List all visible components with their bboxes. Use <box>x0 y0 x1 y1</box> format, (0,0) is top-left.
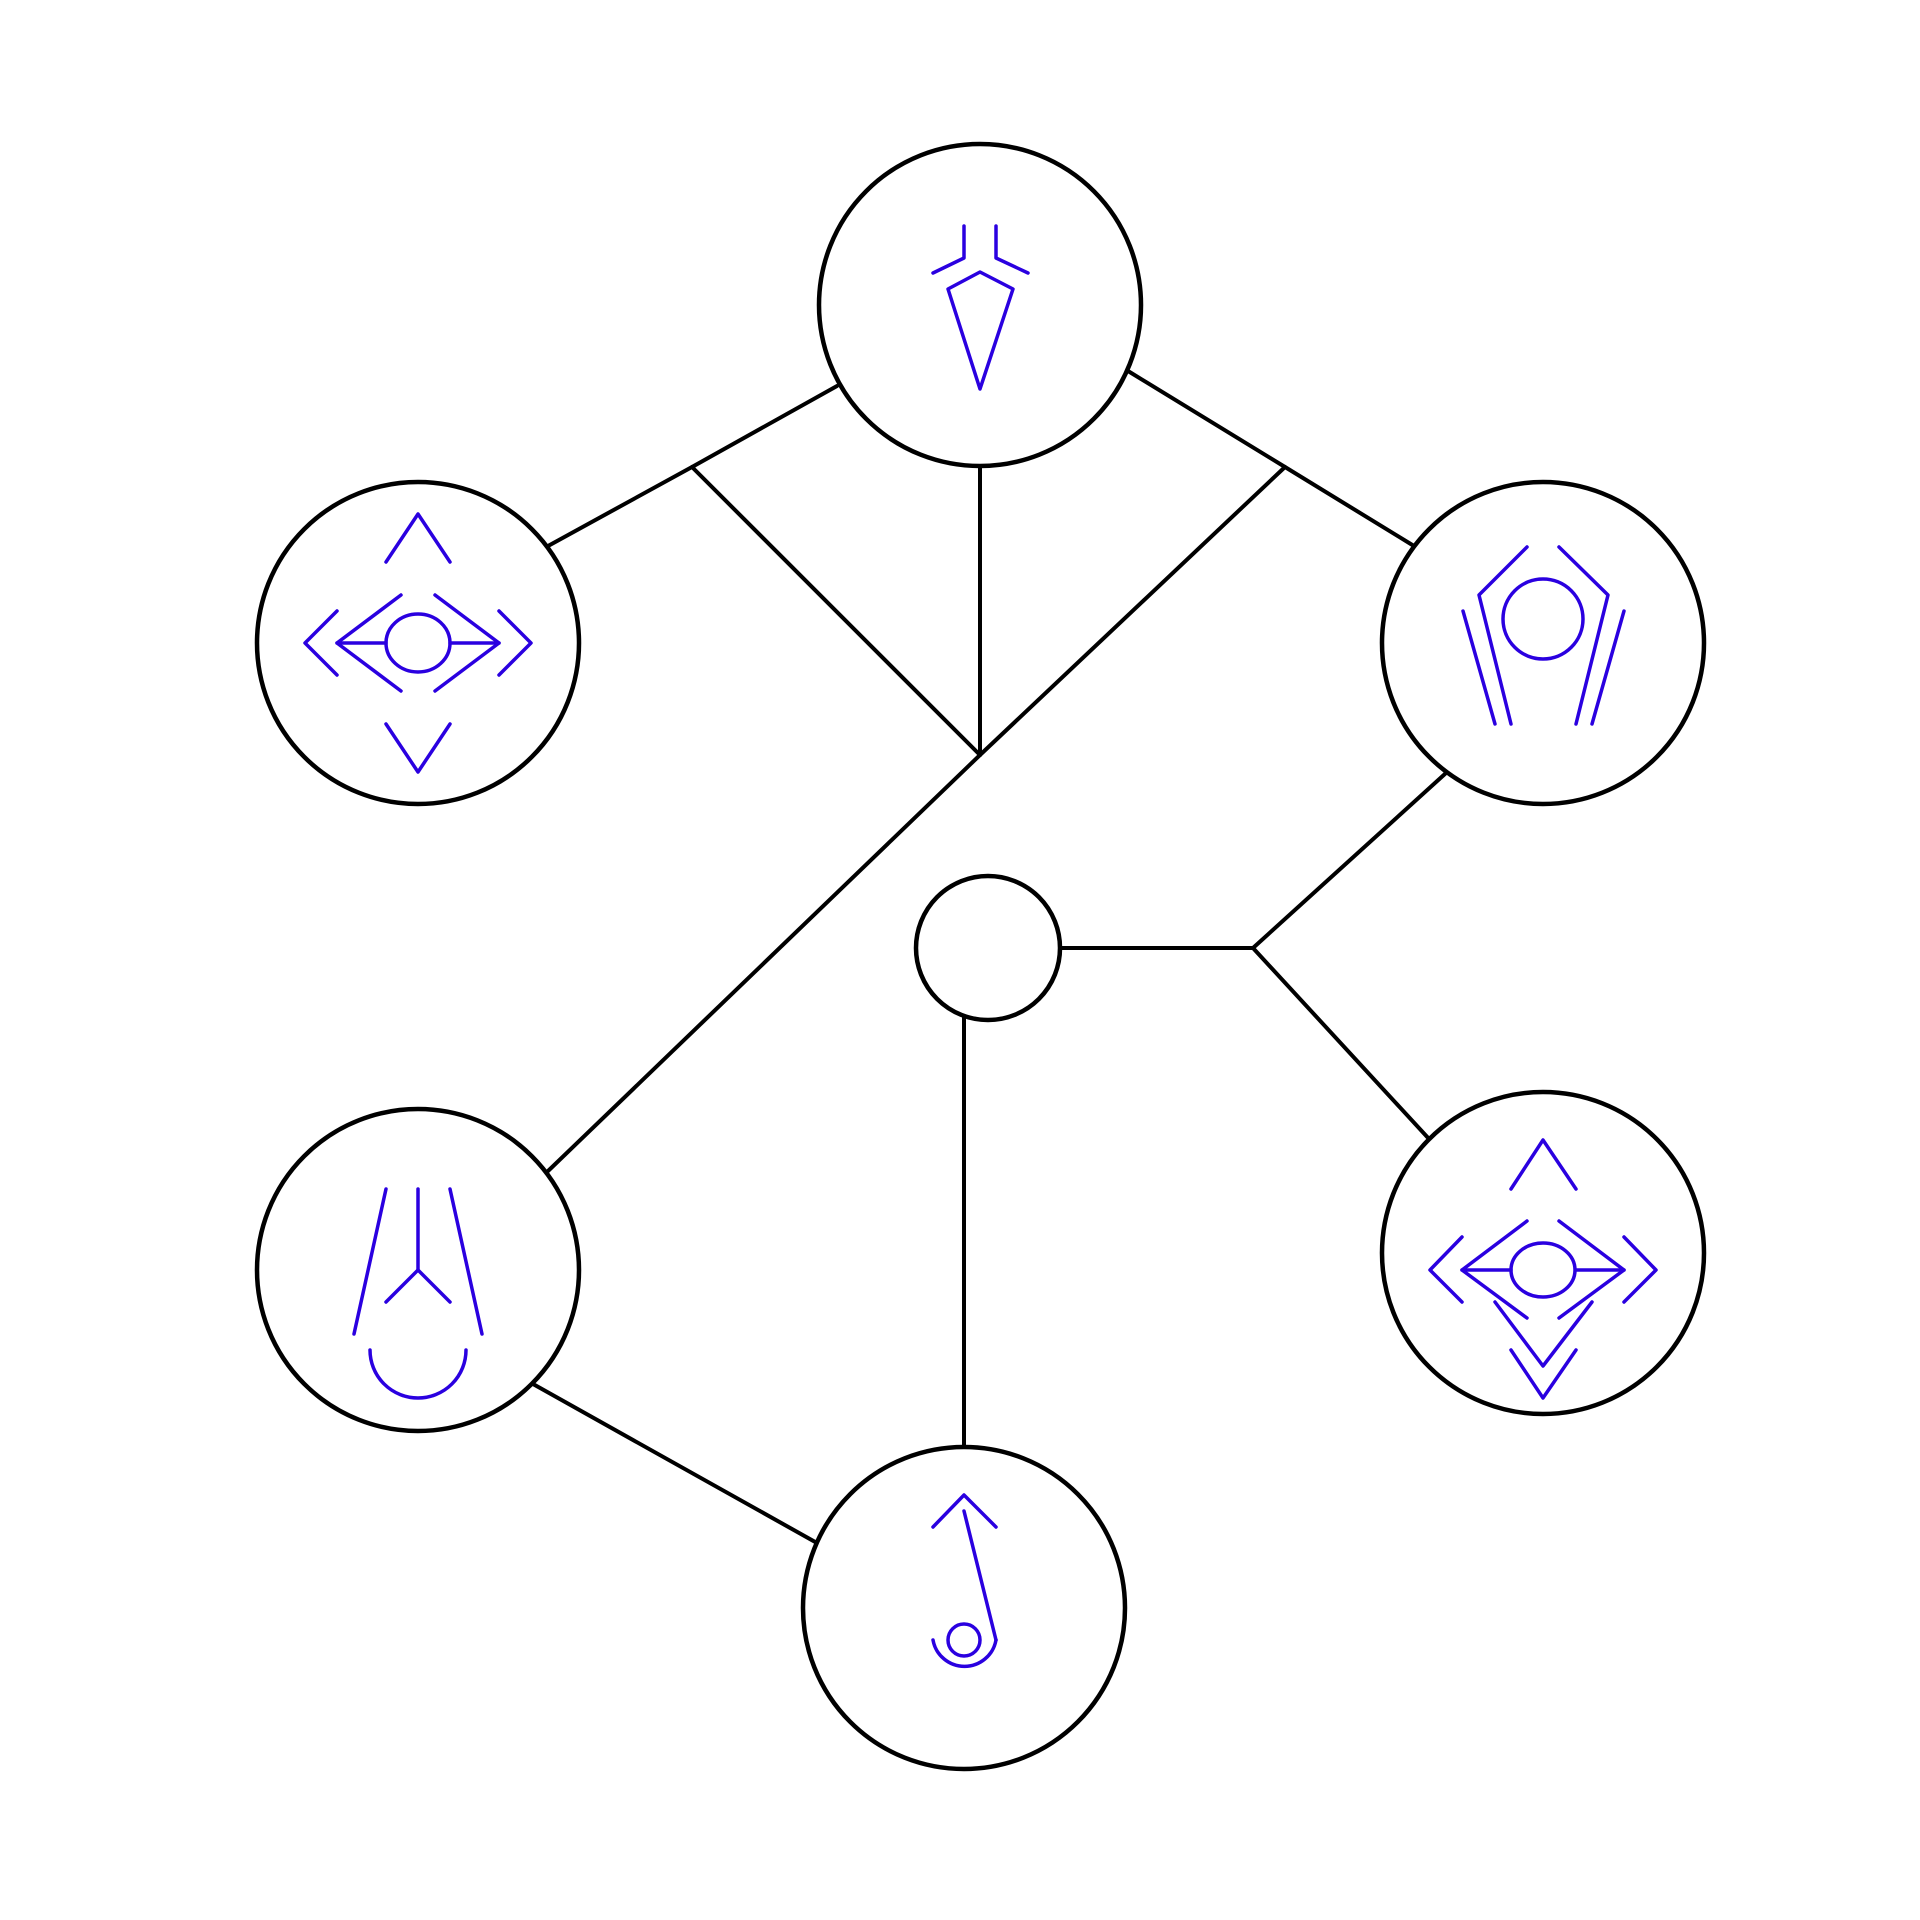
split-kite-glyph <box>931 224 1030 391</box>
edge-lower-left-bottom <box>531 1382 819 1545</box>
node-lower-right[interactable] <box>1379 1089 1707 1417</box>
node-lower-left[interactable] <box>254 1106 582 1434</box>
nodes <box>254 141 1707 1772</box>
ring-arch-glyph <box>1461 545 1626 726</box>
eye-compass-glyph <box>303 512 533 774</box>
node-upper-left-ring <box>254 479 582 807</box>
edge-center-lower-right <box>1251 946 1432 1142</box>
node-center[interactable] <box>913 873 1063 1023</box>
eye-compass-chevron-glyph <box>1428 1138 1658 1400</box>
node-upper-left[interactable] <box>254 479 582 807</box>
node-bottom[interactable] <box>800 1444 1128 1772</box>
edge-fork-left-branch <box>690 465 982 757</box>
bowl-fork-glyph <box>352 1187 484 1400</box>
edge-top-lower-left <box>545 465 1287 1174</box>
edge-top-upper-right <box>1126 369 1416 548</box>
edges <box>531 369 1448 1545</box>
hook-ring-glyph <box>931 1493 998 1669</box>
node-center-ring <box>913 873 1063 1023</box>
node-bottom-ring <box>800 1444 1128 1772</box>
node-lower-right-ring <box>1379 1089 1707 1417</box>
node-upper-right[interactable] <box>1379 479 1707 807</box>
node-top[interactable] <box>816 141 1144 469</box>
node-top-ring <box>816 141 1144 469</box>
node-upper-right-ring <box>1379 479 1707 807</box>
edge-center-upper-right <box>1251 771 1448 950</box>
